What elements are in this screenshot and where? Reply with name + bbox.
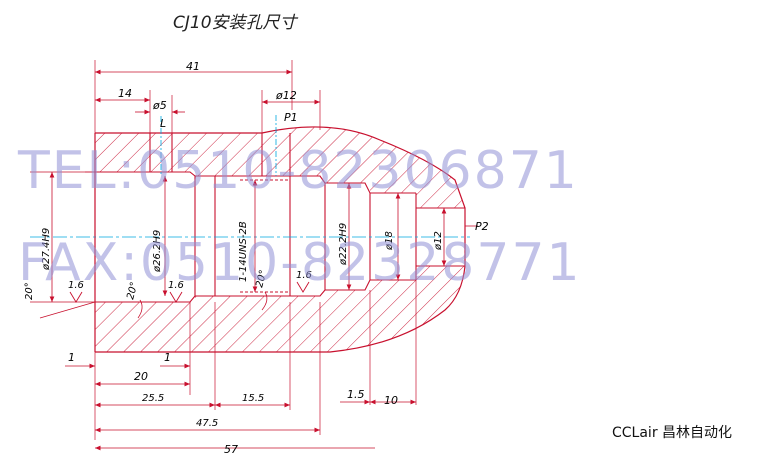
dim-25-5: 25.5 [142,393,164,404]
label-p1: P1 [284,111,298,124]
label-l: L [160,117,166,130]
dim-10: 10 [384,394,398,407]
watermark-fax: FAX:0510-82328771 [18,233,582,293]
roughness-3: 1.6 [296,270,312,281]
dim-41: 41 [186,60,200,73]
dim-phi18: ø18 [384,231,395,251]
brand-label: CCLair 昌林自动化 [612,425,732,441]
dim-15-5: 15.5 [242,393,264,404]
dim-phi26-2h9: ø26.2H9 [152,230,163,273]
roughness-symbols [69,281,310,303]
angle-3: 20° [254,269,269,289]
dim-thread: 1-14UNS-2B [238,221,249,282]
dim-14: 14 [118,87,132,100]
dim-1a: 1 [68,351,75,364]
extension-lines [30,60,417,440]
watermark-tel: TEL:0510-82306871 [17,141,579,201]
label-p2: P2 [475,220,489,233]
bore-profile [95,133,465,303]
body-hatch-upper [95,126,465,208]
dim-phi5: ø5 [152,99,167,112]
dim-phi12-top: ø12 [275,89,297,102]
dim-20: 20 [134,370,148,383]
body-outline [95,126,466,353]
dim-57: 57 [224,443,238,454]
dim-1-5: 1.5 [347,388,365,401]
roughness-2: 1.6 [168,280,184,291]
dim-1b: 1 [164,351,171,364]
body-hatch-lower [95,266,465,352]
dimension-lines [39,69,478,451]
drawing-title: CJ10安装孔尺寸 [173,13,299,33]
dim-phi27-4h9: ø27.4H9 [41,228,52,271]
roughness-1: 1.6 [68,280,84,291]
dim-47-5: 47.5 [196,418,218,429]
angle-1: 20° [24,282,35,300]
dim-phi12-right: ø12 [433,231,444,251]
angle-2: 20° [125,281,140,301]
dim-phi22-2h9: ø22.2H9 [338,223,349,266]
